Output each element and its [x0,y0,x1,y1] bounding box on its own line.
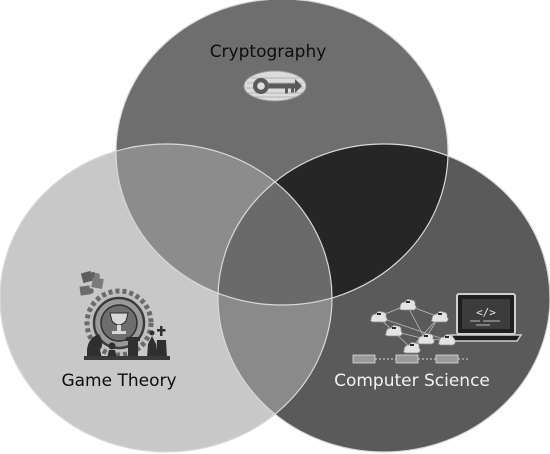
cryptography-label: Cryptography [210,42,327,62]
network-icon [369,298,456,354]
pipeline-icon [352,354,468,364]
computer-science-label: Computer Science [334,371,490,391]
game-theory-label: Game Theory [61,371,176,391]
key-icon [243,70,307,102]
chess-pieces-icon [84,326,170,360]
intersection-all-three [218,144,332,305]
puzzle-icon [79,270,104,296]
laptop-code-text: </> [476,306,496,319]
laptop-icon: </> [449,293,523,342]
